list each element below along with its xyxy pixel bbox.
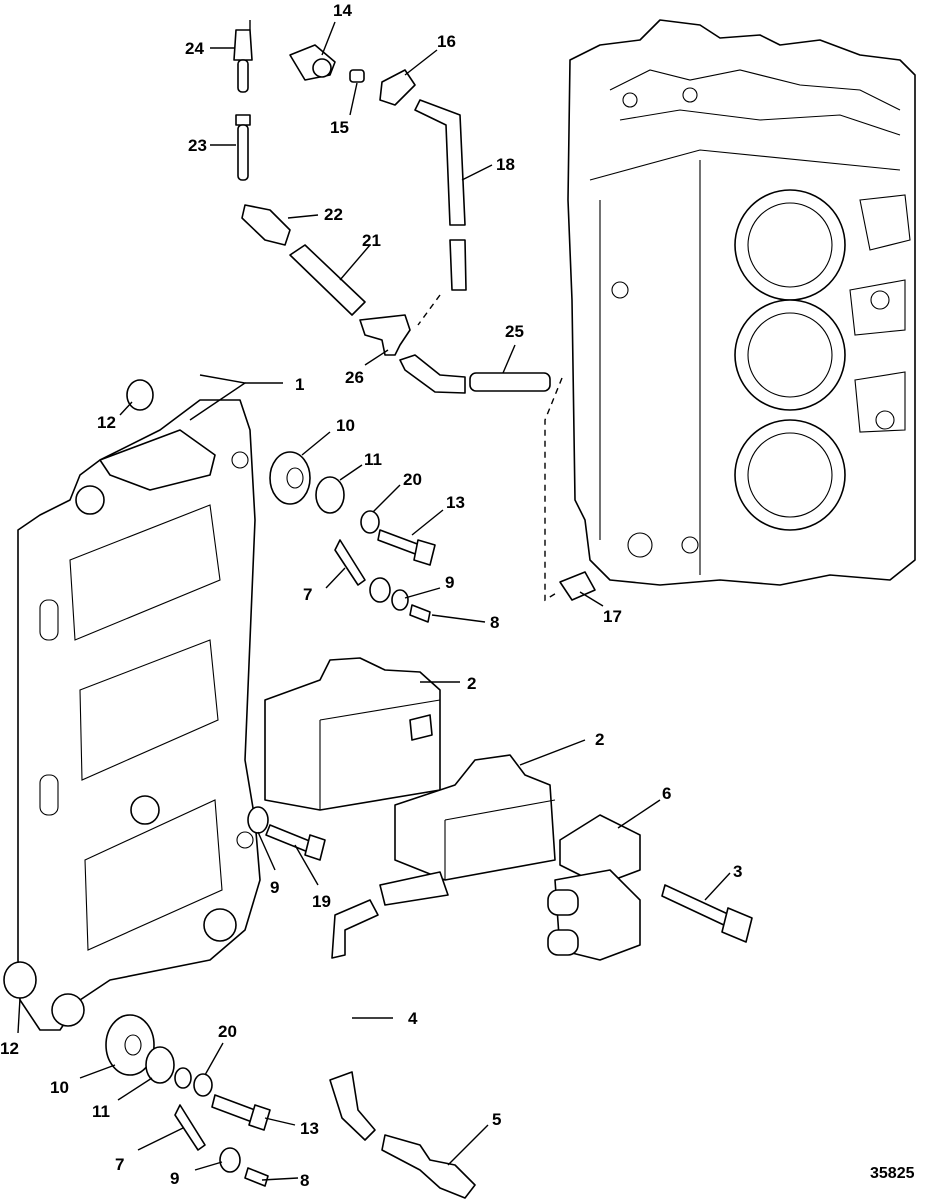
callout-11-upper: 11 xyxy=(364,450,382,469)
callout-25: 25 xyxy=(505,322,524,341)
mounting-bracket-plate xyxy=(17,399,261,1031)
hose-18 xyxy=(414,99,467,291)
fitting-22 xyxy=(241,204,291,246)
callout-12-lower: 12 xyxy=(0,1039,19,1058)
callout-2-lower: 2 xyxy=(595,730,604,749)
callout-13-upper: 13 xyxy=(446,493,465,512)
callout-9-upper: 9 xyxy=(445,573,454,592)
callout-6: 6 xyxy=(662,784,671,803)
callout-7-lower: 7 xyxy=(115,1155,124,1174)
clamp-16 xyxy=(379,69,416,106)
callout-13-lower: 13 xyxy=(300,1119,319,1138)
upper-hardware xyxy=(126,379,436,623)
fitting-17 xyxy=(559,571,596,601)
callout-15: 15 xyxy=(330,118,349,137)
callout-14: 14 xyxy=(333,1,352,20)
elbow-fitting-lower xyxy=(329,1071,376,1141)
engine-block xyxy=(567,19,916,586)
elbow-fitting-mid xyxy=(331,899,379,959)
lower-hardware xyxy=(3,806,326,1187)
callout-16: 16 xyxy=(437,32,456,51)
fitting-15 xyxy=(349,69,365,83)
fitting-24 xyxy=(233,29,253,93)
callout-19: 19 xyxy=(312,892,331,911)
callout-4: 4 xyxy=(408,1009,418,1028)
callout-7-upper: 7 xyxy=(303,585,312,604)
callout-12-upper: 12 xyxy=(97,413,116,432)
connector-14 xyxy=(289,44,336,81)
sensor-5 xyxy=(381,1134,476,1199)
callout-21: 21 xyxy=(362,231,381,250)
callout-9-lower: 9 xyxy=(170,1169,179,1188)
leader-lines xyxy=(17,20,731,1181)
connector-bracket xyxy=(547,814,641,961)
hose-25 xyxy=(399,354,551,394)
callout-9-middle: 9 xyxy=(270,878,279,897)
callout-26: 26 xyxy=(345,368,364,387)
callout-5: 5 xyxy=(492,1110,501,1129)
ignition-module-upper xyxy=(264,657,441,811)
ignition-module-lower xyxy=(379,754,556,906)
callout-10-lower: 10 xyxy=(50,1078,69,1097)
callout-22: 22 xyxy=(324,205,343,224)
callout-20-lower: 20 xyxy=(218,1022,237,1041)
tube-23 xyxy=(235,114,251,181)
callout-labels: 24 14 16 15 23 18 22 21 25 26 1 12 10 11… xyxy=(0,1,915,1190)
callout-20-upper: 20 xyxy=(403,470,422,489)
callout-11-lower: 11 xyxy=(92,1102,110,1121)
bolt-3 xyxy=(661,884,753,943)
callout-24: 24 xyxy=(185,39,204,58)
callout-8-upper: 8 xyxy=(490,613,499,632)
figure-reference-number: 35825 xyxy=(870,1165,915,1182)
callout-8-lower: 8 xyxy=(300,1171,309,1190)
tee-26 xyxy=(359,314,411,356)
callout-17: 17 xyxy=(603,607,622,626)
callout-23: 23 xyxy=(188,136,207,155)
callout-10-upper: 10 xyxy=(336,416,355,435)
callout-18: 18 xyxy=(496,155,515,174)
callout-2-upper: 2 xyxy=(467,674,476,693)
callout-1: 1 xyxy=(295,375,304,394)
hose-21 xyxy=(289,244,366,316)
callout-3: 3 xyxy=(733,862,742,881)
